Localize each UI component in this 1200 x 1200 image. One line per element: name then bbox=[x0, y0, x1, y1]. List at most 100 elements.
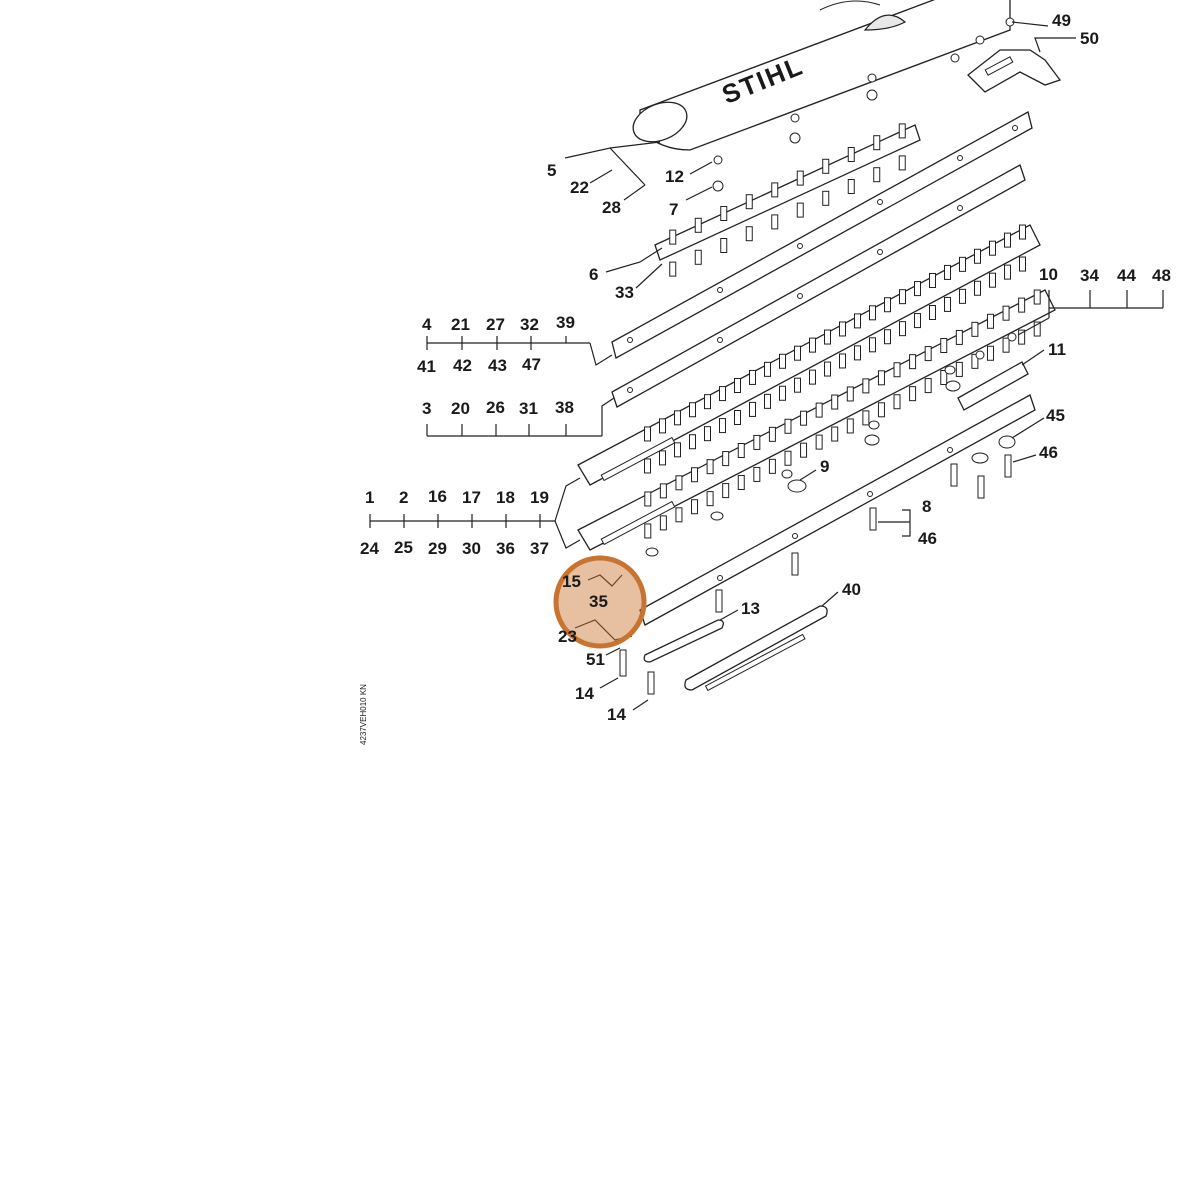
document-code: 4237VEH010 KN bbox=[359, 684, 368, 745]
callout-33[interactable]: 33 bbox=[615, 283, 634, 302]
callout-14-lower[interactable]: 14 bbox=[607, 705, 626, 724]
blade-tooth bbox=[854, 313, 861, 329]
blade-tooth bbox=[779, 385, 786, 401]
callout-10[interactable]: 10 bbox=[1039, 265, 1058, 284]
callout-40[interactable]: 40 bbox=[842, 580, 861, 599]
blade-tooth bbox=[719, 418, 726, 434]
blade-tooth bbox=[959, 288, 966, 304]
callout-7[interactable]: 7 bbox=[669, 200, 678, 219]
blade-tooth bbox=[659, 418, 666, 434]
callout-18[interactable]: 18 bbox=[496, 488, 515, 507]
blade-tooth bbox=[884, 329, 891, 345]
callout-9[interactable]: 9 bbox=[820, 457, 829, 476]
callout-25[interactable]: 25 bbox=[394, 538, 413, 557]
top-strip[interactable] bbox=[611, 111, 1033, 359]
bracket-part[interactable] bbox=[950, 17, 1062, 93]
blade-tooth bbox=[846, 418, 854, 434]
blade-tooth bbox=[644, 458, 651, 474]
callout-3[interactable]: 3 bbox=[422, 399, 431, 418]
blade-tooth bbox=[771, 214, 779, 230]
callout-1[interactable]: 1 bbox=[365, 488, 374, 507]
callout-46[interactable]: 46 bbox=[1039, 443, 1058, 462]
callout-44[interactable]: 44 bbox=[1117, 266, 1136, 285]
blade-tooth bbox=[734, 378, 741, 393]
callout-38[interactable]: 38 bbox=[555, 398, 574, 417]
blade-tooth bbox=[847, 179, 855, 194]
callout-31[interactable]: 31 bbox=[519, 399, 538, 418]
blade-tooth bbox=[847, 147, 855, 162]
blade-tooth bbox=[929, 273, 936, 288]
blade-tooth bbox=[971, 353, 979, 369]
callout-6[interactable]: 6 bbox=[589, 265, 598, 284]
blade-tooth bbox=[737, 475, 745, 490]
blade-tooth bbox=[737, 443, 745, 458]
callout-34[interactable]: 34 bbox=[1080, 266, 1099, 285]
spacer-plate[interactable] bbox=[957, 361, 1029, 411]
lower-blade[interactable] bbox=[577, 289, 1056, 551]
callout-24[interactable]: 24 bbox=[360, 539, 379, 558]
callout-46-lower[interactable]: 46 bbox=[918, 529, 937, 548]
callout-37[interactable]: 37 bbox=[530, 539, 549, 558]
bottom-strip[interactable] bbox=[639, 394, 1036, 626]
callout-39[interactable]: 39 bbox=[556, 313, 575, 332]
callout-19[interactable]: 19 bbox=[530, 488, 549, 507]
callout-49[interactable]: 49 bbox=[1052, 11, 1071, 30]
callout-11[interactable]: 11 bbox=[1048, 340, 1066, 359]
callout-16[interactable]: 16 bbox=[428, 487, 447, 506]
blade-tooth bbox=[669, 261, 677, 277]
callout-12[interactable]: 12 bbox=[665, 167, 684, 186]
blade-tooth bbox=[704, 426, 711, 442]
blade-tooth bbox=[764, 361, 771, 377]
blade-tooth bbox=[674, 410, 681, 426]
blade-tooth bbox=[644, 523, 652, 539]
callout-20[interactable]: 20 bbox=[451, 399, 470, 418]
callout-41[interactable]: 41 bbox=[417, 357, 436, 376]
callout-32[interactable]: 32 bbox=[520, 315, 539, 334]
blade-tooth bbox=[1019, 256, 1026, 272]
upper-cutter[interactable] bbox=[654, 123, 921, 277]
callout-28[interactable]: 28 bbox=[602, 198, 621, 217]
callout-43[interactable]: 43 bbox=[488, 356, 507, 375]
callout-42[interactable]: 42 bbox=[453, 356, 472, 375]
callout-23[interactable]: 23 bbox=[558, 627, 577, 646]
callout-26[interactable]: 26 bbox=[486, 398, 505, 417]
blade-tooth bbox=[839, 353, 846, 369]
callout-51[interactable]: 51 bbox=[586, 650, 605, 669]
callout-15[interactable]: 15 bbox=[562, 572, 581, 591]
plate-40[interactable] bbox=[684, 605, 828, 692]
blade-tooth bbox=[846, 386, 854, 402]
blade-tooth bbox=[914, 313, 921, 329]
callout-4[interactable]: 4 bbox=[422, 315, 432, 334]
callout-2[interactable]: 2 bbox=[399, 488, 408, 507]
callout-5[interactable]: 5 bbox=[547, 161, 556, 180]
callout-27[interactable]: 27 bbox=[486, 315, 505, 334]
second-strip[interactable] bbox=[611, 164, 1026, 408]
callout-50[interactable]: 50 bbox=[1080, 29, 1099, 48]
callout-29[interactable]: 29 bbox=[428, 539, 447, 558]
plate-13[interactable] bbox=[643, 619, 724, 663]
blade-tooth bbox=[944, 264, 951, 280]
callout-36[interactable]: 36 bbox=[496, 539, 515, 558]
blade-tooth bbox=[898, 123, 906, 139]
callout-45[interactable]: 45 bbox=[1046, 406, 1065, 425]
callout-14[interactable]: 14 bbox=[575, 684, 594, 703]
callout-8[interactable]: 8 bbox=[922, 497, 931, 516]
upper-blade[interactable] bbox=[577, 224, 1041, 486]
blade-tooth bbox=[899, 289, 906, 305]
callout-35[interactable]: 35 bbox=[589, 592, 608, 611]
callout-47[interactable]: 47 bbox=[522, 355, 541, 374]
callout-48[interactable]: 48 bbox=[1152, 266, 1171, 285]
blade-tooth bbox=[986, 313, 994, 329]
blade-tooth bbox=[722, 451, 730, 467]
blade-guard[interactable]: STIHL bbox=[627, 0, 1011, 151]
blade-tooth bbox=[877, 402, 885, 418]
callout-13[interactable]: 13 bbox=[741, 599, 760, 618]
callout-17[interactable]: 17 bbox=[462, 488, 481, 507]
callout-22[interactable]: 22 bbox=[570, 178, 589, 197]
blade-tooth bbox=[989, 240, 996, 256]
blade-tooth bbox=[873, 135, 881, 151]
callout-30[interactable]: 30 bbox=[462, 539, 481, 558]
callout-21[interactable]: 21 bbox=[451, 315, 470, 334]
blade-tooth bbox=[974, 248, 981, 264]
blade-tooth bbox=[1018, 329, 1026, 345]
